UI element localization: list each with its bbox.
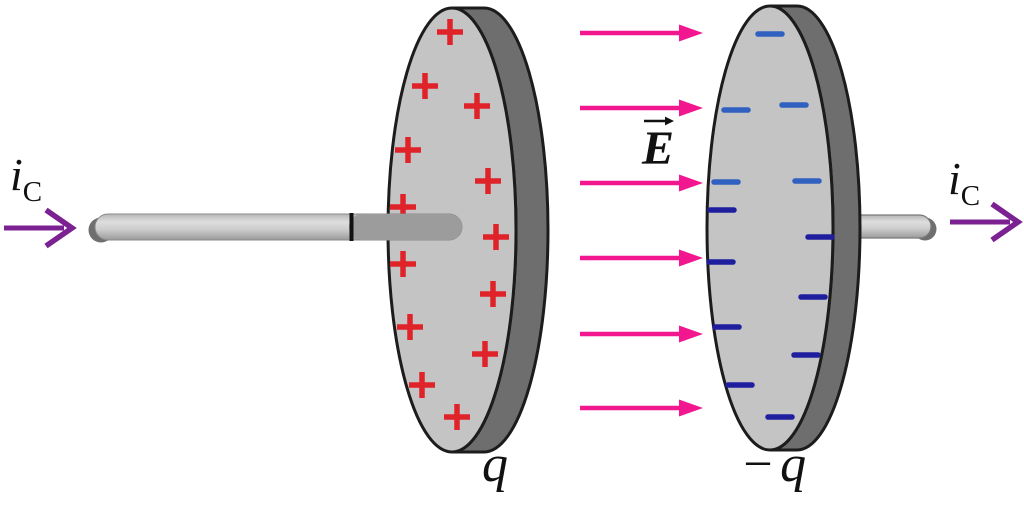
plus-charge (475, 168, 501, 194)
field-arrow-head (679, 174, 703, 192)
field-symbol: E (641, 122, 674, 175)
charge-value: −q (740, 436, 812, 493)
left-plate-charge-label: q (482, 436, 513, 493)
vector-arrow-icon (644, 116, 674, 126)
right-plate-face (705, 4, 835, 452)
plus-charge (409, 372, 435, 398)
negative-charges-group (706, 31, 835, 420)
electric-field-arrows-group (580, 24, 703, 417)
plus-charge (397, 314, 423, 340)
positive-charges-group (390, 19, 509, 430)
plus-charge (483, 224, 509, 250)
current-subscript: C (22, 176, 43, 208)
current-subscript: C (960, 180, 981, 212)
field-arrow-head (679, 99, 703, 117)
current-arrow-left (4, 207, 77, 249)
plus-charge (395, 137, 421, 163)
charge-value: q (482, 436, 513, 493)
plus-charge (412, 73, 438, 99)
field-arrow-head (679, 399, 703, 417)
field-label: E (628, 114, 688, 173)
current-label-right: iC (948, 152, 980, 212)
left-wire-inner-segment (349, 214, 462, 240)
left-wire (88, 213, 463, 243)
field-arrow-head (679, 249, 703, 267)
current-label-left: iC (10, 148, 42, 208)
right-plate (705, 4, 862, 452)
plus-charge (464, 93, 490, 119)
current-symbol: i (948, 153, 961, 204)
plus-charge (390, 251, 416, 277)
right-plate-charge-label: −q (740, 436, 812, 493)
current-symbol: i (10, 149, 23, 200)
plus-charge (472, 341, 498, 367)
plus-charge (480, 281, 506, 307)
field-arrow-head (679, 24, 703, 42)
right-wire (839, 214, 937, 241)
plus-charge (444, 404, 470, 430)
field-arrow-head (679, 325, 703, 343)
current-arrow-right (950, 201, 1023, 243)
plus-charge (437, 19, 463, 45)
